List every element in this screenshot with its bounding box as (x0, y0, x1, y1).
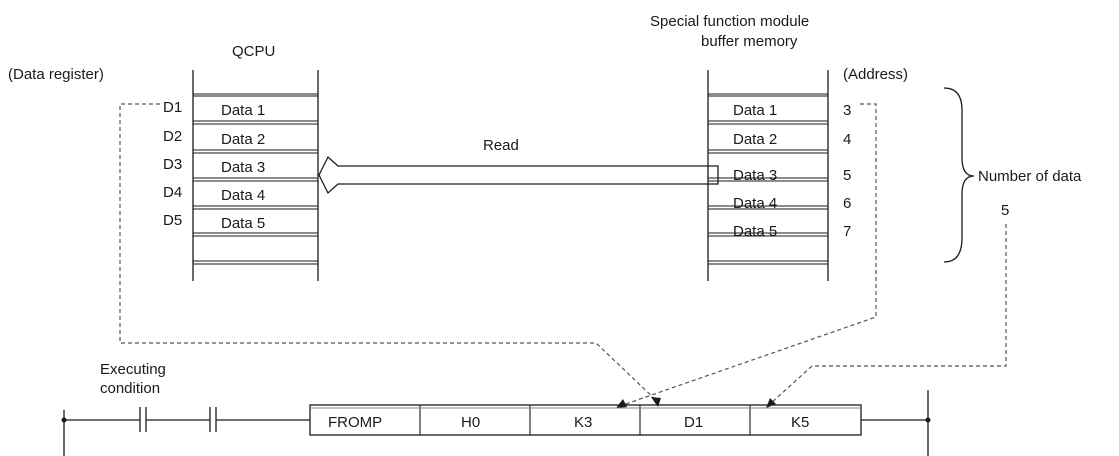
register-data: Data 5 (221, 215, 265, 232)
sfm-label-line1: Special function module (650, 13, 809, 30)
buffer-data: Data 2 (733, 131, 777, 148)
instruction-operand: FROMP (328, 414, 382, 431)
sfm-label-line2: buffer memory (701, 33, 798, 50)
register-name: D1 (163, 99, 182, 116)
number-of-data-brace (943, 87, 975, 263)
data-register-label: (Data register) (8, 66, 104, 83)
register-data: Data 3 (221, 159, 265, 176)
instruction-block: FROMP H0 K3 D1 K5 (309, 404, 862, 436)
instruction-operand: D1 (684, 414, 703, 431)
buffer-data: Data 1 (733, 102, 777, 119)
register-name: D3 (163, 156, 182, 173)
instruction-operand: K3 (574, 414, 592, 431)
read-label: Read (483, 137, 519, 154)
buffer-memory-stack: Data 1 3 Data 2 4 Data 3 5 Data 4 6 Data… (707, 70, 851, 281)
qcpu-label: QCPU (232, 43, 275, 60)
ladder-rung (61, 390, 931, 456)
register-name: D4 (163, 184, 182, 201)
instruction-operand: K5 (791, 414, 809, 431)
address-label: (Address) (843, 66, 908, 83)
instruction-operand: H0 (461, 414, 480, 431)
buffer-address: 5 (843, 167, 851, 184)
buffer-address: 7 (843, 223, 851, 240)
buffer-address: 4 (843, 131, 851, 148)
read-arrow (318, 155, 719, 195)
register-name: D5 (163, 212, 182, 229)
number-of-data-label: Number of data (978, 168, 1082, 185)
buffer-address: 3 (843, 102, 851, 119)
buffer-data: Data 3 (733, 167, 777, 184)
register-data: Data 4 (221, 187, 265, 204)
number-of-data-value: 5 (1001, 202, 1009, 219)
executing-condition-label: condition (100, 380, 160, 397)
register-data: Data 2 (221, 131, 265, 148)
qcpu-register-stack: D1 Data 1 D2 Data 2 D3 Data 3 D4 Data 4 … (163, 70, 319, 281)
register-data: Data 1 (221, 102, 265, 119)
buffer-address: 6 (843, 195, 851, 212)
executing-condition-label: Executing (100, 361, 166, 378)
buffer-data: Data 4 (733, 195, 777, 212)
buffer-data: Data 5 (733, 223, 777, 240)
register-name: D2 (163, 128, 182, 145)
